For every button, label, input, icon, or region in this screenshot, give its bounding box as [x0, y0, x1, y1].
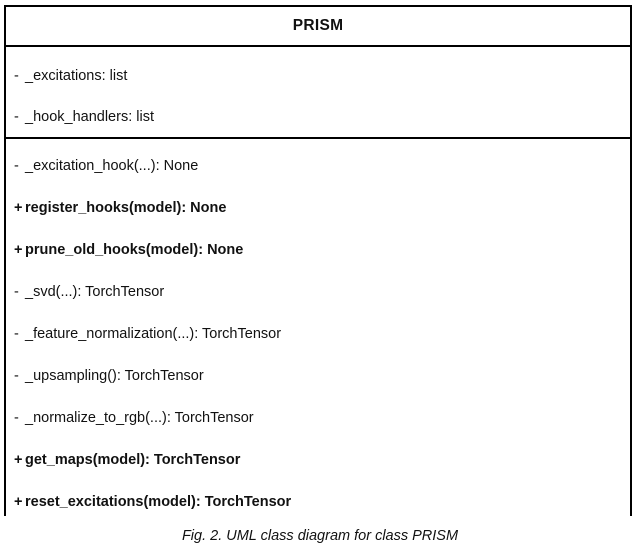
visibility-marker: - — [14, 326, 19, 342]
visibility-marker: + — [14, 452, 23, 468]
uml-operation-row: - _upsampling(): TorchTensor — [6, 355, 630, 397]
uml-class-name: PRISM — [292, 17, 344, 34]
visibility-marker: + — [14, 242, 23, 258]
uml-operation-row: + reset_excitations(model): TorchTensor — [6, 481, 630, 523]
visibility-marker: - — [14, 410, 19, 426]
visibility-marker: - — [14, 158, 19, 174]
attribute-signature: _hook_handlers: list — [25, 108, 154, 125]
visibility-marker: + — [14, 200, 23, 216]
operation-signature: _svd(...): TorchTensor — [25, 284, 165, 300]
visibility-marker: - — [14, 108, 19, 125]
uml-operation-row: - _excitation_hook(...): None — [6, 145, 630, 187]
uml-attributes-compartment: - _excitations: list - _hook_handlers: l… — [6, 47, 630, 139]
operation-signature: register_hooks(model): None — [25, 200, 227, 216]
uml-operation-row: + prune_old_hooks(model): None — [6, 229, 630, 271]
operation-signature: get_maps(model): TorchTensor — [25, 452, 241, 468]
uml-class-box: PRISM - _excitations: list - _hook_handl… — [4, 5, 632, 523]
uml-class-name-compartment: PRISM — [6, 7, 630, 47]
figure-caption: Fig. 2. UML class diagram for class PRIS… — [181, 528, 459, 544]
uml-operation-row: + get_maps(model): TorchTensor — [6, 439, 630, 481]
uml-attribute-row: - _excitations: list — [6, 55, 630, 96]
operation-signature: _excitation_hook(...): None — [25, 158, 199, 174]
operation-signature: reset_excitations(model): TorchTensor — [25, 494, 292, 510]
uml-operation-row: - _normalize_to_rgb(...): TorchTensor — [6, 397, 630, 439]
uml-attribute-row: - _hook_handlers: list — [6, 96, 630, 137]
uml-operation-row: - _feature_normalization(...): TorchTens… — [6, 313, 630, 355]
operation-signature: _normalize_to_rgb(...): TorchTensor — [25, 410, 254, 426]
uml-operation-row: + register_hooks(model): None — [6, 187, 630, 229]
uml-operation-row: - _svd(...): TorchTensor — [6, 271, 630, 313]
operation-signature: _upsampling(): TorchTensor — [25, 368, 204, 384]
visibility-marker: - — [14, 284, 19, 300]
visibility-marker: - — [14, 67, 19, 84]
visibility-marker: - — [14, 368, 19, 384]
uml-operations-compartment: - _excitation_hook(...): None + register… — [6, 139, 630, 523]
attribute-signature: _excitations: list — [25, 67, 128, 84]
operation-signature: prune_old_hooks(model): None — [25, 242, 244, 258]
visibility-marker: + — [14, 494, 23, 510]
operation-signature: _feature_normalization(...): TorchTensor — [25, 326, 282, 342]
